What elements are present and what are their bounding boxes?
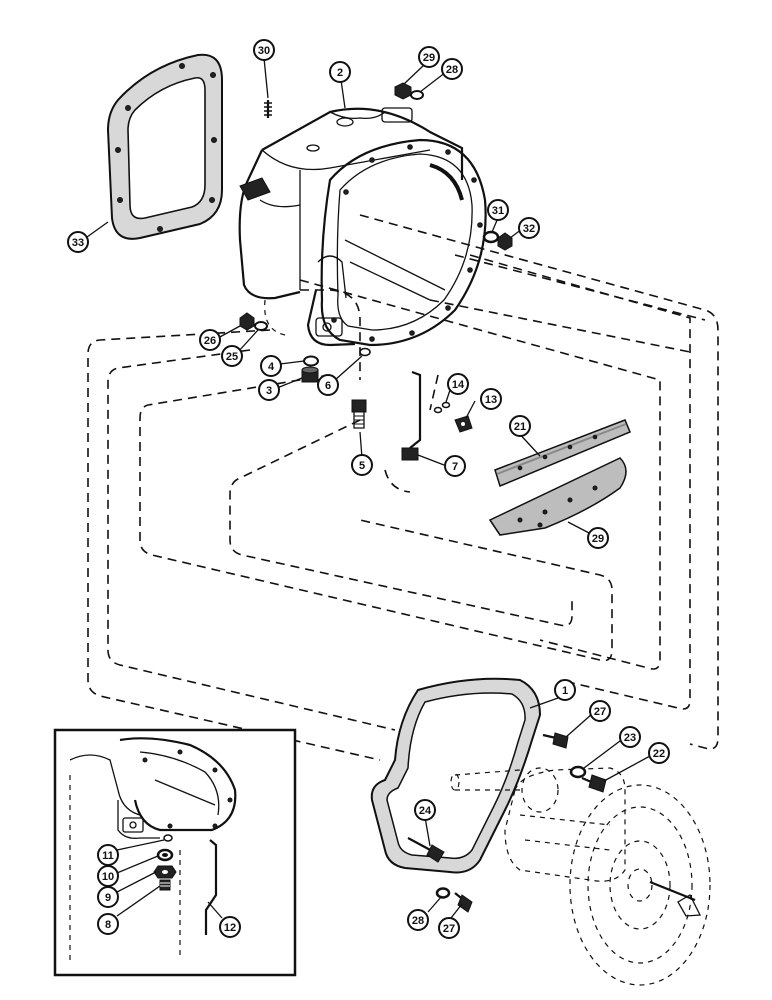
clutch-housing	[238, 107, 487, 347]
callout-32: 32	[518, 217, 540, 239]
bolt-24	[407, 837, 445, 863]
o-ring-6	[359, 347, 371, 357]
callout-27-top: 27	[589, 700, 611, 722]
callout-11-label: 11	[102, 850, 114, 862]
nut-26	[239, 312, 255, 331]
leader-lines	[86, 57, 651, 919]
transmission-assembly	[450, 767, 711, 986]
callout-8-label: 8	[105, 919, 111, 931]
callout-7-label: 7	[452, 461, 458, 473]
callout-10: 10	[97, 865, 119, 887]
callout-7: 7	[444, 455, 466, 477]
washer-28-bottom	[435, 887, 451, 899]
washer-23	[569, 765, 587, 779]
callout-5-label: 5	[359, 460, 365, 472]
fitting-5	[351, 399, 367, 429]
callout-28-bottom: 28	[407, 909, 429, 931]
callout-12: 12	[219, 916, 241, 938]
callout-31: 31	[487, 199, 509, 221]
callout-24-label: 24	[419, 805, 432, 817]
callout-25-label: 25	[226, 351, 238, 363]
callout-14: 14	[447, 373, 469, 395]
nut-29-top	[394, 82, 412, 100]
callout-29-bottom: 29	[587, 527, 609, 549]
callout-23: 23	[619, 726, 641, 748]
nut-32	[497, 232, 513, 251]
callout-21-label: 21	[514, 421, 526, 433]
callout-22-label: 22	[653, 748, 665, 760]
bolt-22	[581, 774, 607, 793]
callout-21: 21	[509, 415, 531, 437]
callout-28-bottom-label: 28	[412, 915, 424, 927]
callout-6-label: 6	[325, 380, 331, 392]
callout-26: 26	[199, 329, 221, 351]
callout-2-label: 2	[337, 67, 343, 79]
callout-13-label: 13	[485, 394, 497, 406]
callout-29-top: 29	[418, 46, 440, 68]
callout-9: 9	[97, 886, 119, 908]
callout-14-label: 14	[452, 379, 465, 391]
callout-26-label: 26	[204, 335, 216, 347]
callout-3-label: 3	[266, 385, 272, 397]
plug-3	[301, 366, 319, 383]
callout-4: 4	[260, 355, 282, 377]
callout-23-label: 23	[624, 732, 636, 744]
inset-detail	[53, 728, 297, 977]
bolt-27-bottom	[454, 892, 473, 913]
callout-4-label: 4	[268, 361, 275, 373]
clip-13	[454, 415, 473, 433]
callout-27-bottom: 27	[438, 917, 460, 939]
callout-2: 2	[329, 61, 351, 83]
callout-5: 5	[351, 454, 373, 476]
callout-33: 33	[67, 231, 89, 253]
callout-10-label: 10	[102, 871, 114, 883]
washer-28-top	[410, 90, 424, 100]
washers-14	[433, 401, 451, 414]
callout-28-top-label: 28	[446, 64, 458, 76]
bolt-27-top	[542, 732, 569, 749]
callout-32-label: 32	[523, 223, 535, 235]
dipstick-tube-7	[401, 370, 422, 461]
callout-28-top: 28	[441, 58, 463, 80]
callout-25: 25	[221, 345, 243, 367]
assembly-guide-lines	[87, 214, 719, 761]
callout-29-bottom-label: 29	[592, 533, 604, 545]
flange-bolt-holes	[331, 144, 483, 342]
callout-31-label: 31	[492, 205, 504, 217]
callout-24: 24	[414, 799, 436, 821]
callout-30: 30	[253, 39, 275, 61]
callout-22: 22	[648, 742, 670, 764]
callout-29-top-label: 29	[423, 52, 435, 64]
callout-13: 13	[480, 388, 502, 410]
stud-30	[264, 100, 272, 118]
callout-33-label: 33	[72, 237, 84, 249]
cover-plate-21	[494, 419, 631, 488]
washer-25	[254, 321, 268, 331]
washer-4	[303, 355, 319, 367]
gasket-1	[370, 677, 542, 874]
callout-8: 8	[97, 913, 119, 935]
callout-30-label: 30	[258, 45, 270, 57]
callout-1: 1	[554, 679, 576, 701]
cover-29	[488, 457, 627, 536]
callout-6: 6	[317, 374, 339, 396]
callout-3: 3	[258, 379, 280, 401]
callout-1-label: 1	[562, 685, 568, 697]
callout-11: 11	[97, 844, 119, 866]
callout-12-label: 12	[224, 922, 236, 934]
callout-27-bottom-label: 27	[443, 923, 455, 935]
callout-27-top-label: 27	[594, 706, 606, 718]
callout-9-label: 9	[105, 892, 111, 904]
gasket-33	[106, 53, 223, 240]
washer-31	[482, 230, 500, 244]
